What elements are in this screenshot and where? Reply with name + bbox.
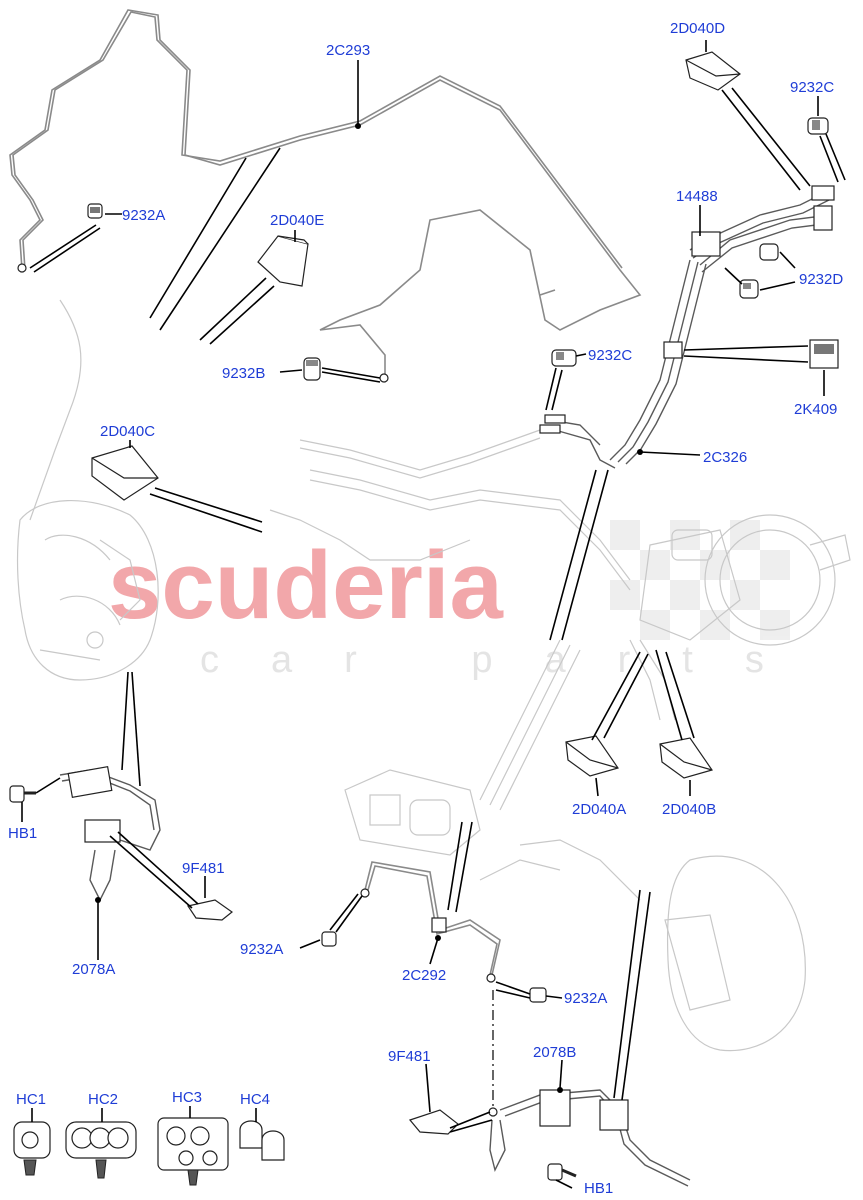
part-HC3 <box>157 1117 229 1186</box>
label-9F481-left: 9F481 <box>182 860 225 877</box>
label-2D040E: 2D040E <box>270 212 324 229</box>
hose-2078B <box>488 990 691 1187</box>
part-9232A-top <box>87 203 103 219</box>
part-2D040D <box>685 51 741 91</box>
part-2D040A <box>565 735 619 777</box>
label-9232A-right: 9232A <box>564 990 607 1007</box>
label-HB1-bottom: HB1 <box>584 1180 613 1197</box>
label-2C293: 2C293 <box>326 42 370 59</box>
label-HC1: HC1 <box>16 1091 46 1108</box>
checkered-flag <box>610 520 790 640</box>
pipe-2C292 <box>360 861 501 983</box>
part-9F481-bottom <box>408 1109 459 1135</box>
pipe-2C293 <box>9 9 642 383</box>
label-9232A-left: 9232A <box>240 941 283 958</box>
part-9232A-left <box>321 931 337 947</box>
label-2D040D: 2D040D <box>670 20 725 37</box>
leader-lines <box>21 40 846 1189</box>
hose-2078A <box>59 766 161 902</box>
part-9232A-right <box>529 987 547 1003</box>
label-2D040B: 2D040B <box>662 801 716 818</box>
label-2K409: 2K409 <box>794 401 837 418</box>
part-HB1-bottom <box>547 1163 577 1181</box>
label-9232C-top: 9232C <box>790 79 834 96</box>
part-labels: 2C293 9232A 2D040E 9232B 2D040C 2D040D 9… <box>8 20 843 1197</box>
label-9232C-mid: 9232C <box>588 347 632 364</box>
label-HC4: HC4 <box>240 1091 270 1108</box>
part-9F481-left <box>187 899 233 921</box>
label-2078A: 2078A <box>72 961 115 978</box>
background-assembly <box>16 299 851 1052</box>
part-HC2 <box>65 1121 137 1179</box>
label-HC3: HC3 <box>172 1089 202 1106</box>
part-2D040E <box>257 235 309 287</box>
part-2D040C <box>91 445 159 501</box>
label-9232A-top: 9232A <box>122 207 165 224</box>
watermark: scuderia car parts <box>108 520 816 681</box>
part-HC1 <box>13 1121 51 1176</box>
watermark-brand: scuderia <box>108 532 503 639</box>
part-HC4 <box>239 1120 285 1161</box>
label-14488: 14488 <box>676 188 718 205</box>
part-9232C-top <box>807 117 829 135</box>
part-HB1-left <box>9 785 36 803</box>
part-2D040B <box>659 737 713 779</box>
label-HB1-left: HB1 <box>8 825 37 842</box>
label-2D040C: 2D040C <box>100 423 155 440</box>
part-9232B <box>303 357 321 381</box>
label-2D040A: 2D040A <box>572 801 626 818</box>
label-HC2: HC2 <box>88 1091 118 1108</box>
pipe-2C326-assembly <box>539 185 835 469</box>
label-9F481-bottom: 9F481 <box>388 1048 431 1065</box>
label-2C292: 2C292 <box>402 967 446 984</box>
watermark-subtitle: car parts <box>200 639 816 681</box>
label-9232D: 9232D <box>799 271 843 288</box>
part-9232D <box>739 243 779 299</box>
label-2078B: 2078B <box>533 1044 576 1061</box>
part-9232C-mid <box>551 349 577 367</box>
label-2C326: 2C326 <box>703 449 747 466</box>
part-2K409 <box>809 339 839 369</box>
label-9232B: 9232B <box>222 365 265 382</box>
